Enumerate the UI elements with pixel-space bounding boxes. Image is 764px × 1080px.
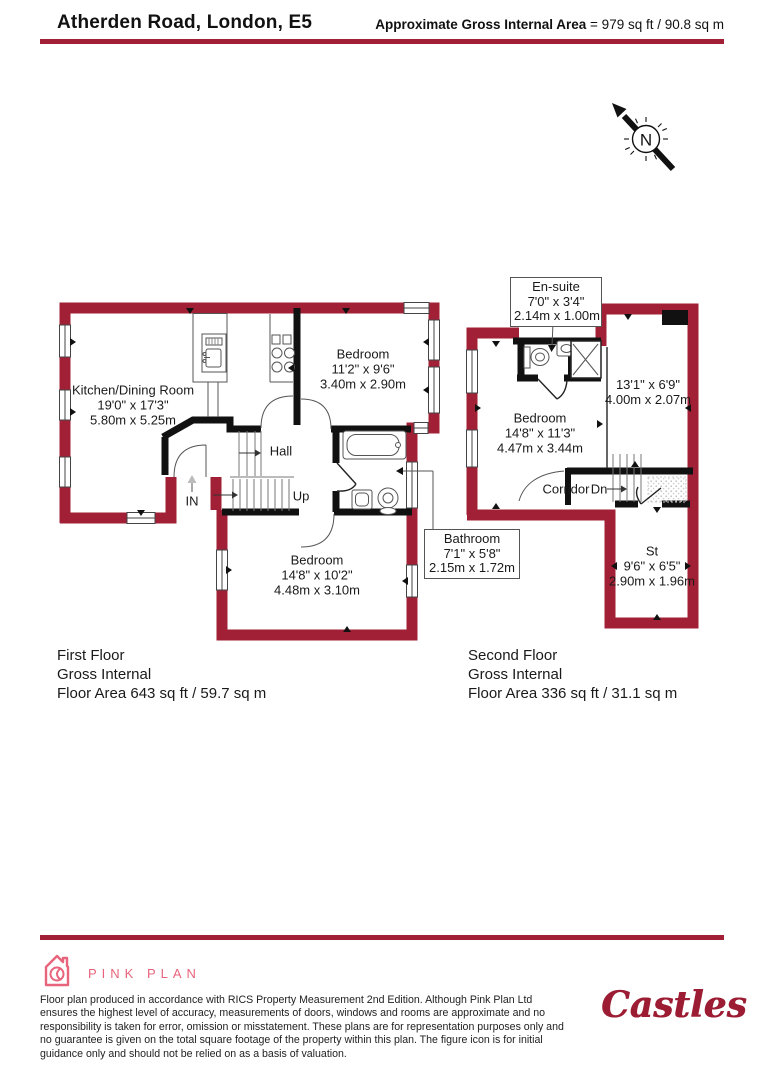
measurement-ticks xyxy=(70,308,429,632)
agent-logo: Castles xyxy=(601,984,747,1026)
second-floor-windows xyxy=(466,349,478,468)
gross-area-text: Approximate Gross Internal Area = 979 sq… xyxy=(375,17,724,32)
room-label-store: St 9'6" x 6'5" 2.90m x 1.96m xyxy=(609,543,695,589)
entrance-arrow-icon xyxy=(187,475,197,492)
svg-text:N: N xyxy=(640,131,652,150)
stair-down-arrow xyxy=(607,485,627,493)
bath-icon xyxy=(342,430,407,460)
first-floor-doors xyxy=(173,395,357,548)
ensuite-leader-line xyxy=(548,322,556,352)
room-label-bedroom-rear: Bedroom 14'8" x 10'2" 4.48m x 3.10m xyxy=(274,552,360,598)
producer-brand-name: PINK PLAN xyxy=(88,965,201,981)
second-floor-interior-walls xyxy=(513,337,693,508)
bathroom-leader-line xyxy=(396,467,434,530)
second-floor-doors xyxy=(518,378,662,505)
second-floor-summary: Second Floor Gross Internal Floor Area 3… xyxy=(468,647,678,702)
entrance-label: IN xyxy=(185,493,199,509)
first-floor-summary: First Floor Gross Internal Floor Area 64… xyxy=(57,647,267,702)
basin-icon xyxy=(351,489,373,510)
room-label-kitchen: Kitchen/Dining Room 19'0" x 17'3" 5.80m … xyxy=(71,382,195,428)
gross-area-label: Approximate Gross Internal Area xyxy=(375,17,587,32)
room-label-hall: Hall xyxy=(269,443,293,459)
gross-area-value: = 979 sq ft / 90.8 sq m xyxy=(590,17,724,32)
north-arrow-icon: N xyxy=(612,103,676,172)
stairs-up-label: Up xyxy=(292,488,310,504)
disclaimer-text: Floor plan produced in accordance with R… xyxy=(40,994,564,1060)
corridor-label: Corridor xyxy=(542,481,590,497)
room-label-landing-room: 13'1" x 6'9" 4.00m x 2.07m xyxy=(605,377,691,407)
stairs-down-label: Dn xyxy=(590,481,608,497)
stair-direction-arrows xyxy=(213,449,261,499)
room-label-bedroom-second: Bedroom 14'8" x 11'3" 4.47m x 3.44m xyxy=(497,410,583,456)
loft-hatch-texture xyxy=(647,476,687,503)
shower-icon xyxy=(570,340,602,379)
kitchen-counter-sink-icon xyxy=(192,313,228,417)
footer-rule xyxy=(40,935,724,940)
measurement-ticks-2f xyxy=(475,314,691,620)
chimney-breast xyxy=(662,310,688,325)
first-floor-interior-walls xyxy=(161,308,412,516)
first-floor-windows xyxy=(59,302,440,598)
stove-hob-icon xyxy=(269,314,295,383)
producer-brand: PINK PLAN xyxy=(40,952,201,994)
pink-plan-house-icon xyxy=(40,952,74,994)
header-rule xyxy=(40,39,724,44)
staircase-down xyxy=(612,454,642,502)
ensuite-toilet-icon xyxy=(523,346,550,369)
room-label-ensuite: En-suite 7'0" x 3'4" 2.14m x 1.00m xyxy=(510,277,602,327)
room-label-bathroom: Bathroom 7'1" x 5'8" 2.15m x 1.72m xyxy=(424,529,520,579)
room-label-bedroom-front: Bedroom 11'2" x 9'6" 3.40m x 2.90m xyxy=(320,346,406,392)
first-floor-plan xyxy=(59,302,440,641)
toilet-icon xyxy=(377,487,399,515)
page-title: Atherden Road, London, E5 xyxy=(57,12,313,33)
